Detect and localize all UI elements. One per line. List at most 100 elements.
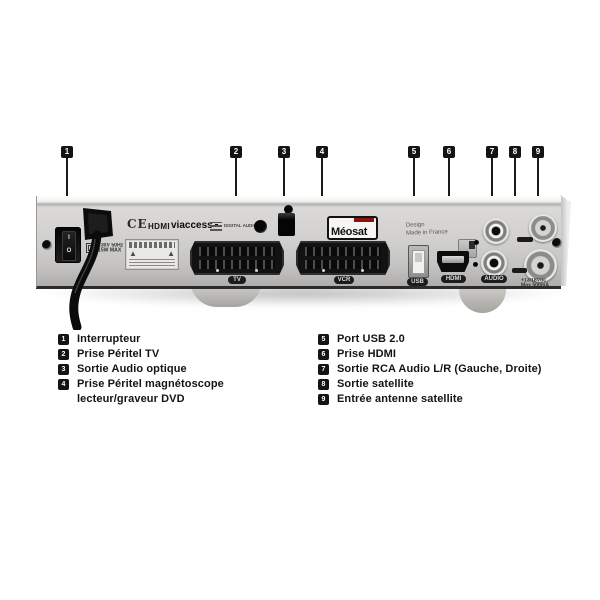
callout-number: 5 bbox=[408, 146, 420, 158]
label-fineprint bbox=[129, 258, 175, 266]
scart-pins bbox=[305, 260, 381, 269]
callout-number: 4 bbox=[316, 146, 328, 158]
digital-audio-text: DIGITAL AUDIO bbox=[224, 224, 258, 229]
made-in-france-text: Design Made in France bbox=[406, 220, 448, 237]
switch-off-mark: O bbox=[66, 248, 72, 254]
legend-label: Sortie satellite bbox=[337, 378, 414, 390]
screw-icon bbox=[42, 240, 52, 250]
legend-num: 2 bbox=[58, 349, 69, 360]
audio-port-label: AUDIO bbox=[481, 275, 507, 283]
hdmi-port-label: HDMI bbox=[441, 275, 466, 283]
legend-label: Sortie RCA Audio L/R (Gauche, Droite) bbox=[337, 363, 542, 375]
lnb-current: Max 500mA bbox=[521, 283, 550, 289]
callout-line bbox=[66, 158, 68, 227]
made-in-line: Made in France bbox=[406, 229, 448, 237]
optical-audio-port bbox=[278, 213, 295, 236]
warning-triangle-icon: ▲ bbox=[167, 249, 175, 258]
scart-pin-dot bbox=[361, 269, 364, 272]
device-side-face bbox=[560, 195, 571, 286]
legend-item-2: 2 Prise Péritel TV bbox=[58, 349, 224, 360]
callout-line bbox=[537, 158, 539, 222]
callout-9: 9 bbox=[532, 146, 544, 222]
legend-label: Prise HDMI bbox=[337, 348, 397, 360]
legend-item-7: 7 Sortie RCA Audio L/R (Gauche, Droite) bbox=[318, 364, 542, 375]
vcr-port-label: VCR bbox=[334, 276, 354, 284]
legend-num: 4 bbox=[58, 379, 69, 390]
brand-name: Méosat bbox=[331, 226, 368, 238]
scart-tv-port bbox=[190, 241, 284, 275]
rca-jack-left bbox=[483, 218, 509, 244]
certification-label: ▲ ▲ bbox=[125, 239, 179, 270]
brand-red-bar bbox=[354, 218, 374, 222]
hdmi-slot bbox=[442, 256, 464, 263]
power-switch: I O bbox=[55, 227, 81, 263]
legend-label: Entrée antenne satellite bbox=[337, 393, 463, 405]
label-fineprint bbox=[129, 242, 175, 248]
scart-pin-dot bbox=[255, 269, 258, 272]
switch-on-mark: I bbox=[68, 235, 70, 241]
antenna-in-connector bbox=[529, 214, 557, 242]
dolby-logo bbox=[210, 222, 222, 231]
connector-tag bbox=[512, 268, 527, 273]
callout-1: 1 bbox=[61, 146, 73, 227]
tv-port-label: TV bbox=[228, 276, 246, 284]
callout-number: 9 bbox=[532, 146, 544, 158]
legend-label: Sortie Audio optique bbox=[77, 363, 187, 375]
usb-port-label: USB bbox=[407, 278, 428, 286]
legend-num: 9 bbox=[318, 394, 329, 405]
round-port-icon bbox=[254, 220, 267, 233]
legend-item-3: 3 Sortie Audio optique bbox=[58, 364, 224, 375]
legend-num-spacer bbox=[58, 394, 69, 405]
port-notch bbox=[469, 241, 475, 249]
callout-6: 6 bbox=[443, 146, 455, 257]
legend-label: Prise Péritel TV bbox=[77, 348, 160, 360]
scart-pins bbox=[305, 247, 381, 256]
screw-icon bbox=[474, 240, 479, 245]
ce-logo: CE bbox=[127, 217, 148, 231]
scart-pin-dot bbox=[216, 269, 219, 272]
callout-number: 8 bbox=[509, 146, 521, 158]
legend-right-column: 5 Port USB 2.0 6 Prise HDMI 7 Sortie RCA… bbox=[318, 334, 542, 409]
scart-vcr-port bbox=[296, 241, 390, 275]
callout-number: 1 bbox=[61, 146, 73, 158]
callout-4: 4 bbox=[316, 146, 328, 247]
callout-3: 3 bbox=[278, 146, 290, 215]
callout-number: 7 bbox=[486, 146, 498, 158]
callout-7: 7 bbox=[486, 146, 498, 224]
legend-num: 7 bbox=[318, 364, 329, 375]
screw-icon bbox=[552, 238, 562, 248]
legend-num: 3 bbox=[58, 364, 69, 375]
callout-line bbox=[491, 158, 493, 224]
power-cord bbox=[69, 208, 113, 330]
legend-item-8: 8 Sortie satellite bbox=[318, 379, 542, 390]
legend-item-5: 5 Port USB 2.0 bbox=[318, 334, 542, 345]
legend-label: Prise Péritel magnétoscope bbox=[77, 378, 224, 390]
legend-label: Port USB 2.0 bbox=[337, 333, 405, 345]
legend-num: 8 bbox=[318, 379, 329, 390]
legend-label: lecteur/graveur DVD bbox=[77, 393, 185, 405]
legend-left-column: 1 Interrupteur 2 Prise Péritel TV 3 Sort… bbox=[58, 334, 224, 409]
connector-tag bbox=[517, 237, 533, 242]
scart-pin-dot bbox=[322, 269, 325, 272]
callout-number: 2 bbox=[230, 146, 242, 158]
usb-inner bbox=[412, 250, 425, 274]
rating-line1: 230V 50Hz bbox=[98, 243, 124, 249]
device-shadow bbox=[45, 287, 560, 307]
legend-label: Interrupteur bbox=[77, 333, 141, 345]
usb-port bbox=[408, 245, 429, 278]
brand-logo: Méosat bbox=[327, 216, 378, 240]
warning-triangle-icon: ▲ bbox=[129, 249, 137, 258]
callout-line bbox=[283, 158, 285, 215]
legend-item-4-cont: lecteur/graveur DVD bbox=[58, 394, 224, 405]
legend-num: 6 bbox=[318, 349, 329, 360]
legend-num: 1 bbox=[58, 334, 69, 345]
lnb-voltage: +13/18Vdc bbox=[521, 278, 547, 284]
legend-num: 5 bbox=[318, 334, 329, 345]
callout-number: 6 bbox=[443, 146, 455, 158]
callout-number: 3 bbox=[278, 146, 290, 158]
callout-5: 5 bbox=[408, 146, 420, 247]
callout-8: 8 bbox=[509, 146, 521, 267]
screw-icon bbox=[284, 205, 293, 214]
rca-jack-right bbox=[481, 250, 507, 276]
